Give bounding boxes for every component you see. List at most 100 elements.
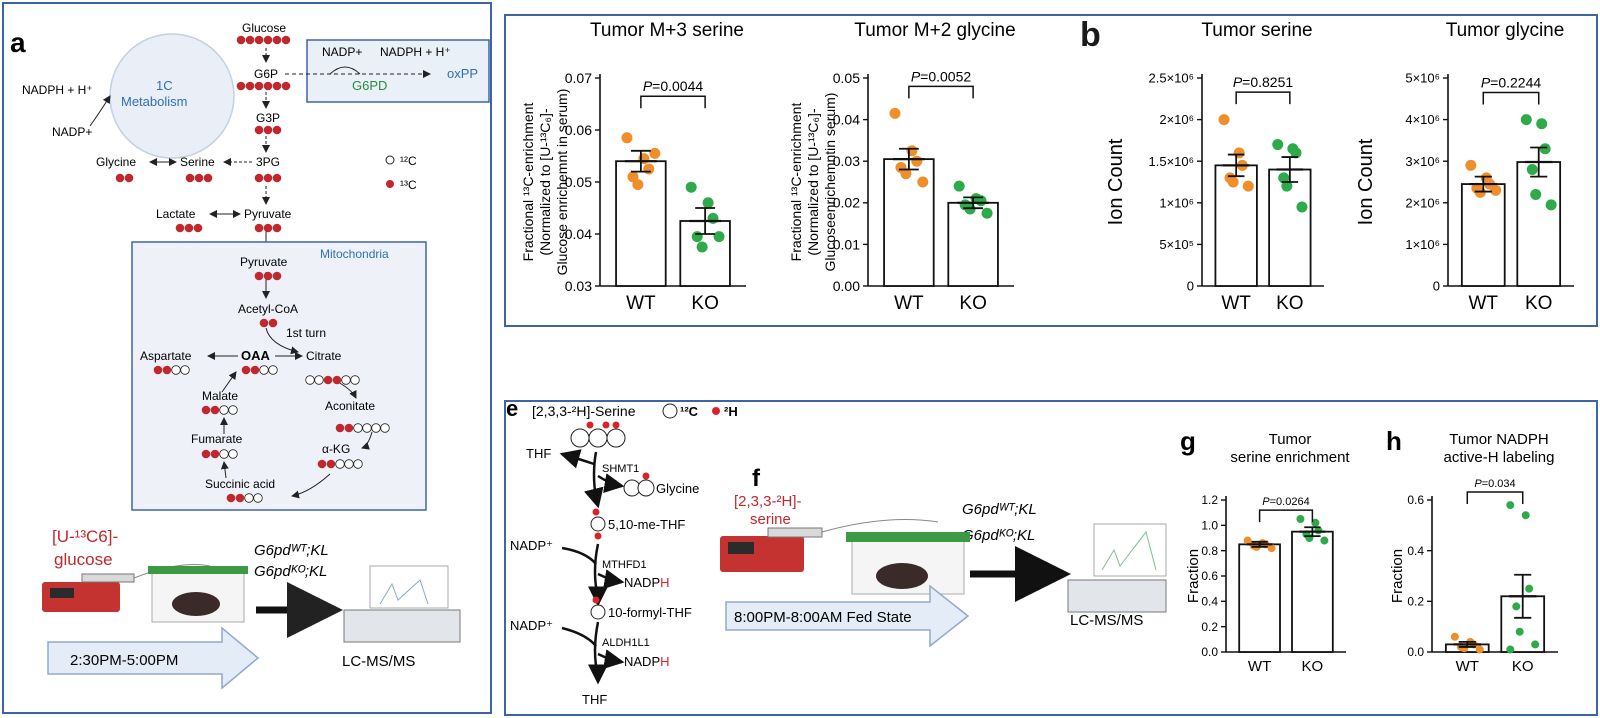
panel-e-legend-2h: ²H <box>724 404 738 419</box>
nadph-1-label: NADPH <box>624 575 670 590</box>
panel-f-genotype-ko: G6pdᴷᴼ;KL <box>962 527 1035 544</box>
y-tick-label: 0.8 <box>1201 544 1218 558</box>
panel-a-frame <box>2 2 492 714</box>
aldh1l1-label: ALDH1L1 <box>602 637 650 649</box>
data-point-ko <box>696 241 708 253</box>
data-point-wt <box>900 168 912 180</box>
y-tick-label: 0.02 <box>833 195 860 211</box>
one-c-label: 1C <box>156 78 173 93</box>
panel-f-lcms-label: LC-MS/MS <box>1070 612 1143 629</box>
genotype-ko: G6pdᴷᴼ;KL <box>254 563 327 580</box>
panel-a-diagram: a 1C Metabolism NADPH + H⁺ NADP+ NADP+ N… <box>10 21 490 690</box>
lc-ms-instrument-icon <box>343 565 461 643</box>
lactate-label: Lactate <box>156 207 196 221</box>
acetyl-coa-label: Acetyl-CoA <box>238 302 298 316</box>
data-point-wt <box>1475 645 1484 654</box>
data-point-ko <box>707 212 719 224</box>
p-value-label: P=0.2244 <box>1481 75 1542 91</box>
data-point-wt <box>649 147 661 159</box>
y-tick-label: 2×10⁶ <box>1405 195 1440 210</box>
data-point-ko <box>1320 536 1329 545</box>
y-tick-label: 0.6 <box>1407 493 1424 507</box>
panel-e-letter: e <box>506 402 518 421</box>
data-point-ko <box>1290 147 1302 159</box>
data-point-ko <box>1539 143 1551 155</box>
x-tick-label: WT <box>1456 658 1479 675</box>
oxpp-box <box>306 39 490 103</box>
x-tick-label: KO <box>691 293 718 314</box>
x-tick-label: KO <box>1302 658 1324 675</box>
first-turn-label: 1st turn <box>286 326 326 340</box>
pyruvate-label: Pyruvate <box>244 207 292 221</box>
data-point-ko <box>691 231 703 243</box>
panel-a-letter: a <box>10 27 26 58</box>
oxpp-nadp: NADP+ <box>322 45 362 59</box>
significance-bracket <box>1466 491 1524 504</box>
x-tick-label: WT <box>1248 658 1271 675</box>
significance-bracket <box>908 85 974 99</box>
time-arrow <box>47 626 260 690</box>
akg-label: α-KG <box>322 442 350 456</box>
data-point-ko <box>685 181 697 193</box>
mouse-cage-icon <box>148 566 248 623</box>
y-tick-label: 0.06 <box>565 122 592 138</box>
data-point-wt <box>917 176 929 188</box>
data-point-ko <box>1536 118 1548 130</box>
panel-f-tracer-2: serine <box>750 511 791 528</box>
panel-f-time-arrow <box>725 584 970 648</box>
formyl-thf-label: 10-formyl-THF <box>608 605 692 620</box>
p-value-label: P=0.0044 <box>643 78 704 94</box>
y-tick-label: 2×10⁶ <box>1159 112 1194 127</box>
data-point-ko <box>1506 645 1515 654</box>
panel-letter: g <box>1180 426 1196 456</box>
chart-row-frame <box>504 14 1598 327</box>
y-tick-label: 1×10⁶ <box>1405 237 1440 252</box>
p-value-label: P=0.0264 <box>1262 496 1309 508</box>
y-tick-label: 0 <box>1187 279 1194 294</box>
data-point-wt <box>621 132 633 144</box>
syringe-pump-icon <box>42 573 135 612</box>
data-point-ko <box>1520 114 1532 126</box>
glycine-label: Glycine <box>96 155 136 169</box>
panel-f-letter: f <box>752 465 761 492</box>
data-point-ko <box>1311 518 1320 527</box>
data-point-ko <box>1530 188 1542 200</box>
y-axis-label: Fraction <box>1389 549 1406 603</box>
significance-bracket <box>1258 509 1314 523</box>
chart-title: Tumor serine <box>1201 20 1312 41</box>
nadp-2-label: NADP⁺ <box>510 618 553 633</box>
p-value-label: P=0.8251 <box>1233 74 1294 90</box>
y-axis-label: Glucoseenrichemntin serum) <box>822 93 838 272</box>
serine-label: Serine <box>180 155 215 169</box>
glycine-e-label: Glycine <box>656 481 699 496</box>
x-tick-label: WT <box>626 293 656 314</box>
thf-bottom-label: THF <box>582 692 607 707</box>
data-point-wt <box>1465 159 1477 171</box>
y-axis-label: (Normalized to [U-¹³C₆]- <box>537 108 553 256</box>
y-tick-label: 1.5×10⁶ <box>1149 154 1194 169</box>
data-point-wt <box>1227 176 1239 188</box>
serine-molecule <box>570 421 626 448</box>
data-point-ko <box>1506 501 1515 510</box>
time-window-label: 2:30PM-5:00PM <box>70 652 178 669</box>
bar-wt <box>1460 183 1506 287</box>
data-point-wt <box>1218 114 1230 126</box>
legend-12c: ¹²C <box>400 154 417 168</box>
y-tick-label: 0.0 <box>1407 645 1424 659</box>
y-axis-label: Ion Count <box>1105 138 1127 225</box>
oaa-label: OAA <box>241 348 271 363</box>
data-point-wt <box>1450 632 1459 641</box>
3pg-label: 3PG <box>256 155 280 169</box>
y-tick-label: 0.03 <box>833 153 860 169</box>
data-point-wt <box>1490 184 1502 196</box>
bar-ko <box>1516 161 1562 287</box>
x-tick-label: WT <box>1469 293 1499 314</box>
mitochondria-box <box>131 241 427 511</box>
carbon-dots-tca <box>153 271 390 503</box>
panel-e-f-diagram: e [2,3,3-²H]-Serine ¹²C ²H THF SHMT1 Gly… <box>506 402 1167 707</box>
y-tick-label: 0.01 <box>833 236 860 252</box>
